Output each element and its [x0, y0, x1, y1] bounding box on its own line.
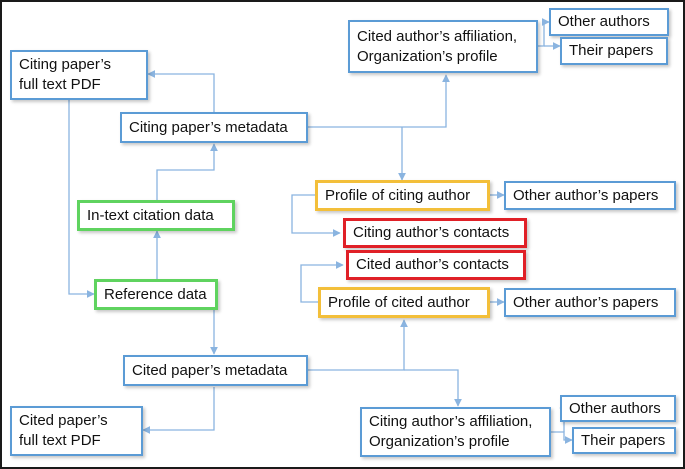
- arrow-profile-citing-to-contacts: [291, 194, 341, 237]
- profile-citing-author-label: Profile of citing author: [325, 186, 471, 204]
- other-authors-top-box: Other authors: [549, 8, 669, 36]
- profile-cited-author-label: Profile of cited author: [328, 293, 470, 311]
- arrow-citing-affiliation-to-their-papers: [551, 431, 573, 444]
- arrow-intext-to-citing-metadata: [156, 143, 218, 200]
- reference-data-label: Reference data: [104, 285, 207, 303]
- cited-author-affiliation-line1: Cited author’s affiliation,: [357, 27, 518, 45]
- citing-author-contacts-label: Citing author’s contacts: [353, 224, 510, 241]
- their-papers-bottom-label: Their papers: [581, 431, 666, 449]
- citing-author-contacts-box: Citing author’s contacts: [343, 218, 527, 248]
- other-author-papers-1-box: Other author’s papers: [504, 181, 676, 210]
- arrow-citing-metadata-to-cited-affiliation: [308, 74, 450, 128]
- cited-author-contacts-label: Cited author’s contacts: [356, 256, 509, 273]
- other-author-papers-1-label: Other author’s papers: [513, 186, 659, 204]
- other-authors-bottom-box: Other authors: [560, 395, 676, 422]
- arrow-to-citing-affiliation: [404, 369, 462, 407]
- cited-paper-metadata-box: Cited paper’s metadata: [123, 355, 308, 386]
- profile-citing-author-box: Profile of citing author: [315, 180, 490, 211]
- their-papers-bottom-box: Their papers: [572, 427, 676, 454]
- citing-paper-pdf-line1: Citing paper’s: [19, 56, 111, 73]
- cited-paper-metadata-label: Cited paper’s metadata: [132, 361, 288, 379]
- arrow-cited-affiliation-to-other-authors: [538, 18, 550, 47]
- arrow-citing-pdf-to-reference: [68, 100, 95, 298]
- arrow-cited-metadata-to-cited-pdf: [142, 387, 215, 434]
- profile-cited-author-box: Profile of cited author: [318, 287, 490, 318]
- their-papers-top-label: Their papers: [569, 42, 654, 59]
- reference-data-box: Reference data: [94, 279, 218, 310]
- other-author-papers-2-box: Other author’s papers: [504, 288, 676, 317]
- arrow-cited-metadata-to-profile-cited: [308, 319, 408, 371]
- cited-author-affiliation-line2: Organization’s profile: [357, 47, 498, 65]
- other-authors-bottom-label: Other authors: [569, 399, 661, 417]
- cited-author-contacts-box: Cited author’s contacts: [346, 250, 526, 280]
- arrow-metadata-to-citing-pdf: [147, 70, 215, 112]
- cited-paper-pdf-line1: Cited paper’s: [19, 412, 108, 429]
- citing-paper-pdf-line2: full text PDF: [19, 76, 101, 93]
- citing-author-affiliation-line1: Citing author’s affiliation,: [369, 413, 533, 430]
- citing-paper-pdf-box: Citing paper’s full text PDF: [10, 50, 148, 100]
- in-text-citation-box: In-text citation data: [77, 200, 235, 231]
- their-papers-top-box: Their papers: [560, 37, 668, 65]
- other-authors-top-label: Other authors: [558, 13, 650, 30]
- arrow-profile-cited-to-contacts: [300, 261, 344, 303]
- citing-author-affiliation-box: Citing author’s affiliation, Organizatio…: [360, 407, 551, 457]
- citing-paper-metadata-label: Citing paper’s metadata: [129, 118, 288, 136]
- citing-author-affiliation-line2: Organization’s profile: [369, 433, 510, 450]
- cited-paper-pdf-box: Cited paper’s full text PDF: [10, 406, 143, 456]
- citing-paper-metadata-box: Citing paper’s metadata: [120, 112, 308, 143]
- cited-paper-pdf-line2: full text PDF: [19, 432, 101, 449]
- other-author-papers-2-label: Other author’s papers: [513, 293, 659, 311]
- in-text-citation-label: In-text citation data: [87, 206, 214, 224]
- cited-author-affiliation-box: Cited author’s affiliation, Organization…: [348, 20, 538, 73]
